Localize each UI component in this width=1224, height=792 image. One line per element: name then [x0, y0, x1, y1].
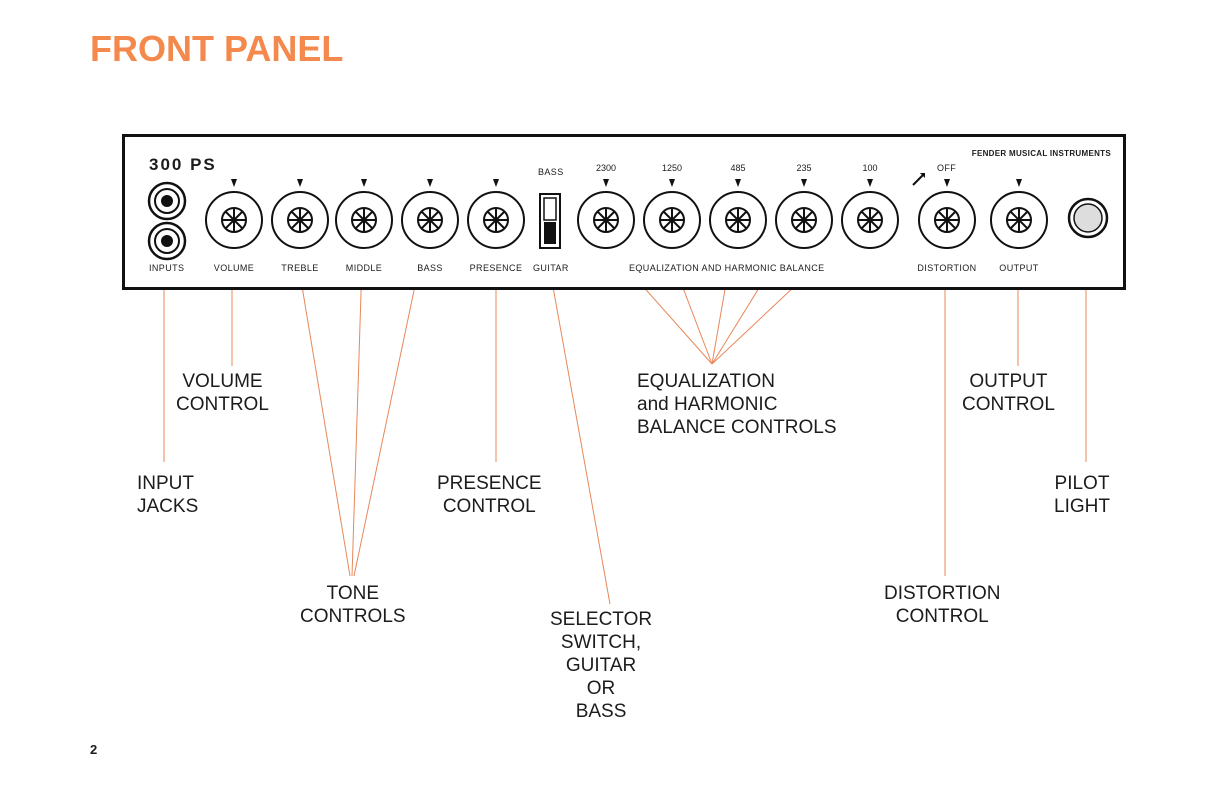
- eq-485-pointer-icon: [735, 179, 741, 187]
- bass-pointer-icon: [427, 179, 433, 187]
- selector-switch-callout: SELECTOR SWITCH, GUITAR OR BASS: [550, 608, 652, 723]
- callout-line: CONTROL: [442, 496, 536, 517]
- leader-line-tone-treble: [297, 261, 351, 577]
- input-jack-2[interactable]: [147, 221, 187, 261]
- callout-line: GUITAR: [565, 655, 637, 676]
- callout-line: OUTPUT: [969, 371, 1048, 392]
- bass-label: BASS: [417, 263, 443, 273]
- page-number: 2: [90, 742, 98, 757]
- input-jack-1[interactable]: [147, 181, 187, 221]
- output-control-callout: OUTPUT CONTROL: [962, 370, 1055, 416]
- eq-knob-1250[interactable]: [641, 189, 703, 251]
- callout-line: CONTROL: [895, 606, 989, 627]
- presence-pointer-icon: [493, 179, 499, 187]
- callout-line: TONE: [326, 583, 379, 604]
- guitar-switch-label: GUITAR: [533, 263, 569, 273]
- callout-line: BASS: [575, 701, 627, 722]
- input-jacks-callout: INPUT JACKS: [137, 472, 198, 518]
- eq-knob-2300[interactable]: [575, 189, 637, 251]
- middle-label: MIDDLE: [345, 263, 383, 273]
- off-label: OFF: [937, 163, 957, 173]
- callout-line: JACKS: [137, 496, 199, 517]
- output-pointer-icon: [1016, 179, 1022, 187]
- output-label: OUTPUT: [999, 263, 1039, 273]
- distortion-pointer-icon: [944, 179, 950, 187]
- distortion-control-callout: DISTORTION CONTROL: [884, 582, 1000, 628]
- model-name: 300 PS: [149, 155, 217, 174]
- frequency-label-1250: 1250: [661, 163, 683, 173]
- pilot-light: [1067, 197, 1109, 239]
- eq-100-pointer-icon: [867, 179, 873, 187]
- off-arrow-icon: [912, 173, 925, 186]
- middle-pointer-icon: [361, 179, 367, 187]
- equalization-controls-callout: EQUALIZATION and HARMONIC BALANCE CONTRO…: [637, 370, 837, 439]
- frequency-label-235: 235: [796, 163, 812, 173]
- eq-1250-pointer-icon: [669, 179, 675, 187]
- callout-line: DISTORTION: [884, 583, 1001, 604]
- callout-line: EQUALIZATION: [637, 371, 775, 392]
- frequency-label-2300: 2300: [595, 163, 617, 173]
- eq-235-pointer-icon: [801, 179, 807, 187]
- tone-controls-callout: TONE CONTROLS: [300, 582, 406, 628]
- frequency-label-485: 485: [730, 163, 746, 173]
- callout-line: SELECTOR: [550, 609, 653, 630]
- callout-line: CONTROLS: [300, 606, 406, 627]
- callout-line: OR: [586, 678, 616, 699]
- frequency-label-100: 100: [862, 163, 878, 173]
- callout-line: BALANCE CONTROLS: [637, 417, 837, 438]
- inputs-label: INPUTS: [149, 263, 185, 273]
- callout-line: PRESENCE: [437, 473, 542, 494]
- leader-line-tone-middle: [351, 261, 363, 577]
- amplifier-front-panel: 300 PS FENDER MUSICAL INSTRUMENTS INPUTS…: [122, 134, 1126, 290]
- page-title: FRONT PANEL: [90, 28, 344, 69]
- leader-line-selector: [545, 247, 611, 605]
- equalization-label: EQUALIZATION AND HARMONIC BALANCE: [629, 263, 825, 273]
- treble-label: TREBLE: [281, 263, 319, 273]
- presence-label: PRESENCE: [469, 263, 523, 273]
- eq-knob-235[interactable]: [773, 189, 835, 251]
- output-knob[interactable]: [988, 189, 1050, 251]
- bass-knob[interactable]: [399, 189, 461, 251]
- volume-knob[interactable]: [203, 189, 265, 251]
- eq-2300-pointer-icon: [603, 179, 609, 187]
- volume-label: VOLUME: [213, 263, 255, 273]
- pilot-light-callout: PILOT LIGHT: [1054, 472, 1110, 518]
- volume-control-callout: VOLUME CONTROL: [176, 370, 269, 416]
- callout-line: LIGHT: [1054, 496, 1110, 517]
- leader-line-tone-bass: [353, 261, 421, 577]
- brand-name: FENDER MUSICAL INSTRUMENTS: [971, 149, 1111, 158]
- treble-knob[interactable]: [269, 189, 331, 251]
- presence-control-callout: PRESENCE CONTROL: [437, 472, 542, 518]
- callout-line: CONTROL: [962, 394, 1055, 415]
- callout-line: SWITCH,: [560, 632, 642, 653]
- selector-switch[interactable]: [539, 193, 561, 249]
- callout-line: CONTROL: [176, 394, 269, 415]
- middle-knob[interactable]: [333, 189, 395, 251]
- volume-pointer-icon: [231, 179, 237, 187]
- eq-knob-485[interactable]: [707, 189, 769, 251]
- callout-line: VOLUME: [182, 371, 263, 392]
- callout-line: PILOT: [1054, 473, 1110, 494]
- distortion-knob[interactable]: [916, 189, 978, 251]
- treble-pointer-icon: [297, 179, 303, 187]
- callout-line: INPUT: [137, 473, 194, 494]
- callout-line: and HARMONIC: [637, 394, 778, 415]
- presence-knob[interactable]: [465, 189, 527, 251]
- bass-switch-label: BASS: [538, 167, 564, 177]
- eq-knob-100[interactable]: [839, 189, 901, 251]
- distortion-label: DISTORTION: [917, 263, 977, 273]
